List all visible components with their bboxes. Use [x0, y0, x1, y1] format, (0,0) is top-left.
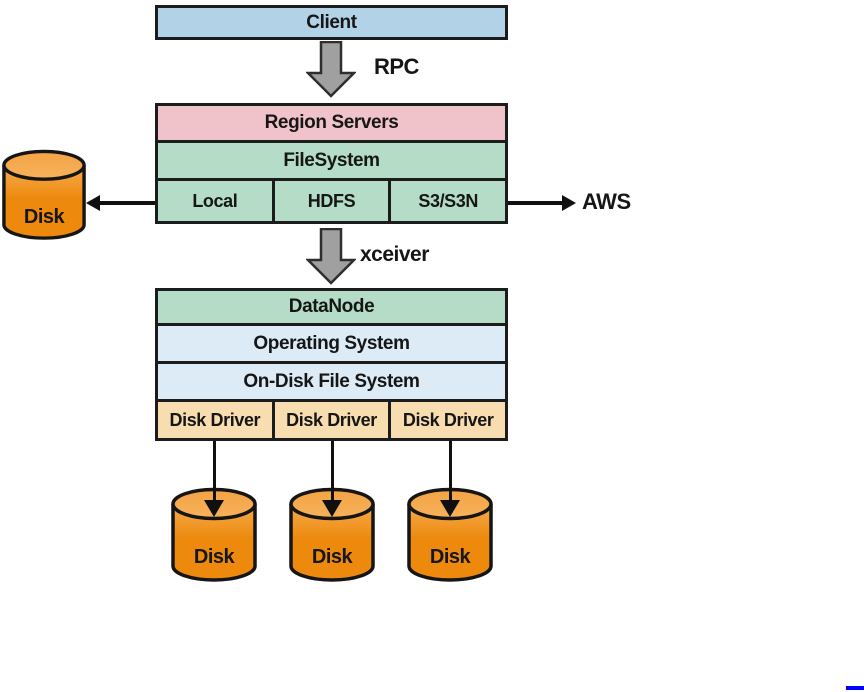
filesystem-box: FileSystem: [155, 140, 508, 181]
disk-driver-label-3: Disk Driver: [402, 409, 494, 430]
datanode-box: DataNode: [155, 288, 508, 326]
disk-driver-label-1: Disk Driver: [169, 409, 261, 430]
backend-cell-s3: S3/S3N: [388, 178, 509, 224]
backend-cell-hdfs: HDFS: [271, 178, 392, 224]
aws-label: AWS: [582, 189, 631, 214]
arrow-to-left-disk-head-icon: [86, 195, 100, 211]
rpc-label: RPC: [374, 54, 419, 79]
left-disk-label: Disk: [23, 206, 65, 228]
arrow-driver-to-disk-line-1: [212, 441, 216, 502]
bottom-disk-label-3: Disk: [429, 546, 471, 568]
arrow-driver-to-disk-line-3: [448, 441, 452, 502]
arrow-to-aws-head-icon: [562, 195, 576, 211]
arrow-driver-to-disk-line-2: [330, 441, 334, 502]
on-disk-file-system-box: On-Disk File System: [155, 361, 508, 402]
rpc-block-arrow-icon: [306, 41, 356, 98]
link-underline-fragment: [846, 686, 864, 690]
operating-system-box: Operating System: [155, 323, 508, 364]
bottom-disk-label-1: Disk: [193, 546, 235, 568]
client-box: Client: [155, 5, 508, 40]
arrow-to-aws-line: [508, 201, 564, 205]
xceiver-label: xceiver: [360, 243, 429, 266]
arrow-to-left-disk-line: [97, 201, 155, 205]
backend-s3-label: S3/S3N: [418, 190, 478, 211]
backend-hdfs-label: HDFS: [307, 190, 356, 211]
backend-local-label: Local: [192, 190, 238, 211]
bottom-disk-label-2: Disk: [311, 546, 353, 568]
disk-driver-label-2: Disk Driver: [286, 409, 377, 430]
disk-driver-cell-3: Disk Driver: [388, 399, 509, 441]
backend-cell-local: Local: [155, 178, 275, 224]
filesystem-label: FileSystem: [283, 149, 380, 171]
disk-driver-row: Disk Driver Disk Driver Disk Driver: [155, 399, 509, 441]
operating-system-label: Operating System: [253, 332, 410, 354]
arrow-driver-to-disk-head-icon-3: [440, 500, 460, 517]
arrow-driver-to-disk-head-icon-1: [204, 500, 224, 517]
disk-driver-cell-2: Disk Driver: [271, 399, 392, 441]
disk-driver-cell-1: Disk Driver: [155, 399, 275, 441]
filesystem-backends-row: Local HDFS S3/S3N: [155, 178, 509, 224]
datanode-label: DataNode: [288, 296, 375, 317]
xceiver-block-arrow-icon: [306, 228, 356, 285]
region-servers-label: Region Servers: [264, 112, 399, 133]
left-disk-cylinder-icon: Disk: [1, 149, 87, 241]
region-servers-box: Region Servers: [155, 103, 508, 143]
client-label: Client: [306, 11, 357, 33]
arrow-driver-to-disk-head-icon-2: [322, 500, 342, 517]
on-disk-file-system-label: On-Disk File System: [243, 370, 420, 392]
